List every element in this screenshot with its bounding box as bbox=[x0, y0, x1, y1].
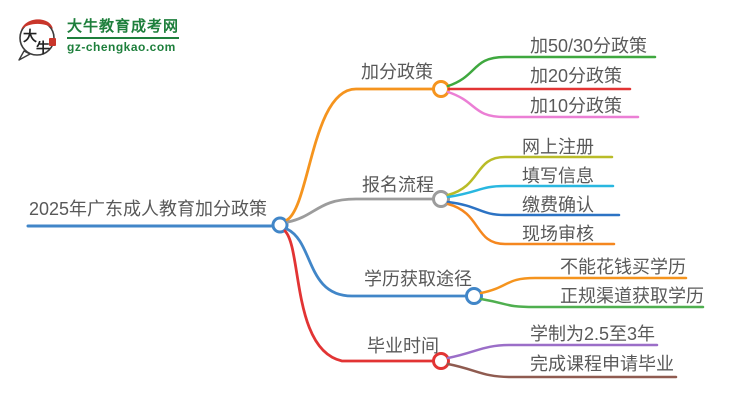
branch-line-bonus-policy bbox=[285, 87, 435, 222]
leaf-label-finish-courses: 完成课程申请毕业 bbox=[530, 354, 674, 374]
logo-mark-icon: 大 牛 bbox=[18, 19, 56, 61]
leaf-line-study-length bbox=[446, 343, 659, 360]
leaf-label-formal-channel: 正规渠道获取学历 bbox=[560, 286, 704, 306]
leaf-line-onsite-review bbox=[446, 202, 616, 246]
branch-line-signup-process bbox=[286, 197, 435, 224]
branch-label-graduation-time: 毕业时间 bbox=[367, 336, 439, 356]
branch-node-circle-graduation-time bbox=[432, 352, 450, 370]
leaf-label-no-buying-degree: 不能花钱买学历 bbox=[560, 257, 686, 277]
leaf-label-plus50-30: 加50/30分政策 bbox=[530, 36, 648, 56]
logo-text: 大牛教育成考网 gz-chengkao.com bbox=[67, 18, 180, 54]
leaf-label-pay-confirm: 缴费确认 bbox=[522, 195, 594, 215]
branch-node-circle-bonus-policy bbox=[432, 80, 450, 98]
leaf-label-plus10: 加10分政策 bbox=[530, 96, 623, 116]
branch-node-circle-degree-channel bbox=[465, 287, 483, 305]
leaf-label-study-length: 学制为2.5至3年 bbox=[530, 324, 656, 344]
branch-label-signup-process: 报名流程 bbox=[362, 175, 434, 195]
leaf-line-pay-confirm bbox=[446, 200, 621, 217]
branch-label-bonus-policy: 加分政策 bbox=[361, 62, 433, 82]
leaf-line-plus50-30 bbox=[446, 55, 657, 88]
root-node-circle bbox=[271, 216, 289, 234]
svg-text:大: 大 bbox=[23, 28, 37, 44]
leaf-line-no-buying-degree bbox=[479, 276, 688, 295]
site-logo[interactable]: 大 牛 大牛教育成考网 gz-chengkao.com bbox=[12, 8, 180, 64]
branch-node-circle-signup-process bbox=[432, 190, 450, 208]
leaf-line-plus10 bbox=[446, 90, 640, 119]
branch-label-degree-channel: 学历获取途径 bbox=[364, 269, 472, 289]
leaf-label-plus20: 加20分政策 bbox=[530, 66, 623, 86]
leaf-line-online-register bbox=[446, 155, 614, 197]
leaf-label-fill-info: 填写信息 bbox=[522, 166, 594, 186]
site-url: gz-chengkao.com bbox=[67, 40, 176, 54]
root-node-label: 2025年广东成人教育加分政策 bbox=[29, 199, 268, 219]
site-name: 大牛教育成考网 bbox=[67, 18, 180, 35]
leaf-line-fill-info bbox=[446, 184, 615, 199]
leaf-label-online-register: 网上注册 bbox=[522, 137, 594, 157]
branch-line-degree-channel bbox=[285, 227, 468, 298]
leaf-line-finish-courses bbox=[446, 362, 678, 379]
branch-line-graduation-time bbox=[283, 229, 434, 363]
svg-text:牛: 牛 bbox=[36, 40, 50, 56]
logo-divider bbox=[67, 37, 180, 39]
leaf-label-onsite-review: 现场审核 bbox=[522, 224, 594, 244]
leaf-line-formal-channel bbox=[479, 297, 705, 309]
